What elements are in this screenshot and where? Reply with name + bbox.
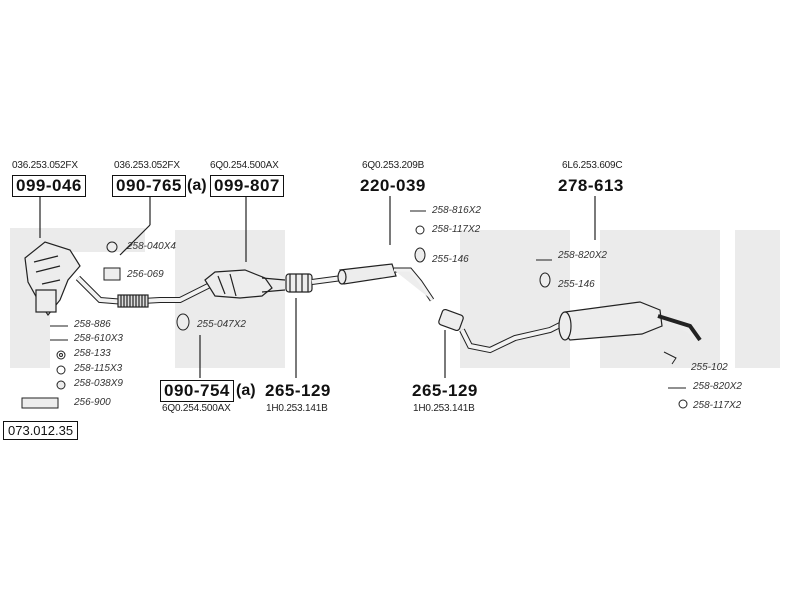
part-ref: 6Q0.254.500AX (210, 160, 279, 171)
pipe-clamp-front (285, 273, 313, 293)
accessory-label[interactable]: 255-146 (432, 254, 469, 265)
part-suffix: (a) (187, 177, 207, 194)
accessory-label[interactable]: 258-038X9 (74, 378, 123, 389)
accessory-label[interactable]: 258-816X2 (432, 205, 481, 216)
part-code[interactable]: 265-129 (265, 381, 331, 400)
catalog-number: 073.012.35 (3, 421, 79, 440)
accessory-label[interactable]: 255-102 (691, 362, 728, 373)
part-code[interactable]: 090-765 (112, 175, 186, 197)
rear-silencer (558, 301, 702, 342)
catalytic-converter (204, 269, 286, 299)
part-ref: 1H0.253.141B (413, 403, 475, 414)
accessory-label[interactable]: 256-900 (74, 397, 111, 408)
part-code[interactable]: 099-807 (210, 175, 284, 197)
accessory-label[interactable]: 258-886 (74, 319, 111, 330)
leader-lines (39, 196, 596, 378)
part-code[interactable]: 090-754 (160, 380, 234, 402)
part-suffix: (a) (236, 382, 256, 399)
part-code[interactable]: 265-129 (412, 381, 478, 400)
accessory-label[interactable]: 258-820X2 (693, 381, 742, 392)
accessory-label[interactable]: 258-117X2 (432, 224, 481, 235)
rear-pipe (459, 317, 572, 354)
part-ref: 6L6.253.609C (562, 160, 623, 171)
accessory-label[interactable]: 258-820X2 (558, 250, 607, 261)
accessory-label[interactable]: 258-040X4 (127, 241, 176, 252)
part-ref: 1H0.253.141B (266, 403, 328, 414)
part-ref: 036.253.052FX (114, 160, 180, 171)
connecting-pipe (311, 275, 343, 285)
pipe-clamp-middle (438, 308, 464, 332)
accessory-label[interactable]: 258-133 (74, 348, 111, 359)
part-code[interactable]: 099-046 (12, 175, 86, 197)
accessory-label[interactable]: 255-146 (558, 279, 595, 290)
accessory-label[interactable]: 258-115X3 (74, 363, 123, 374)
accessory-label[interactable]: 256-069 (127, 269, 164, 280)
accessory-sketches (21, 210, 688, 409)
exhaust-manifold (24, 241, 81, 317)
middle-silencer (337, 263, 435, 302)
part-code[interactable]: 220-039 (360, 176, 426, 195)
accessory-label[interactable]: 258-610X3 (74, 333, 123, 344)
accessory-label[interactable]: 255-047X2 (197, 319, 246, 330)
part-ref: 036.253.052FX (12, 160, 78, 171)
part-ref: 6Q0.254.500AX (162, 403, 231, 414)
accessory-label[interactable]: 258-117X2 (693, 400, 742, 411)
part-ref: 6Q0.253.209B (362, 160, 425, 171)
front-pipe (75, 275, 212, 308)
part-code[interactable]: 278-613 (558, 176, 624, 195)
